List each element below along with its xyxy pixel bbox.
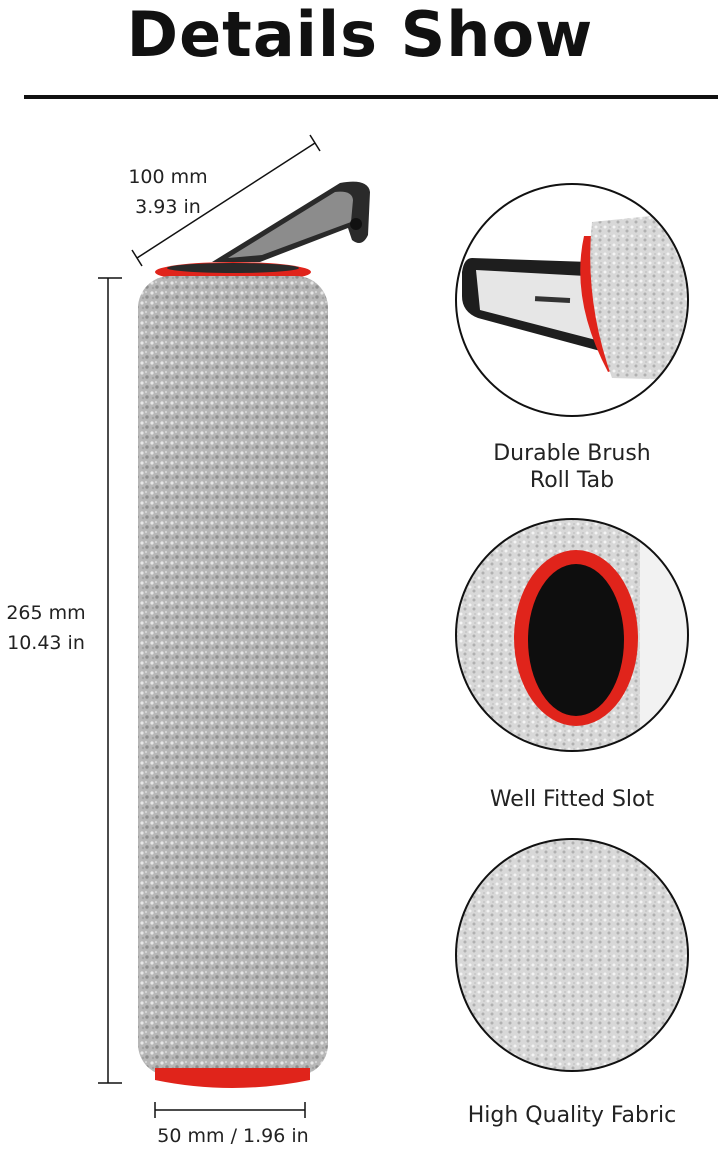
feature-caption-tab-line2: Roll Tab (529, 468, 615, 493)
feature-caption-tab: Durable Brush Roll Tab (442, 440, 702, 494)
length-mm: 265 mm (6, 602, 86, 624)
width-in: 3.93 in (135, 196, 201, 218)
width-label: 100 mm 3.93 in (120, 162, 216, 222)
detail-circle-fabric (455, 838, 689, 1072)
roller-body (138, 276, 328, 1076)
length-label: 265 mm 10.43 in (0, 598, 92, 658)
feature-caption-slot: Well Fitted Slot (489, 787, 655, 812)
diameter-label: 50 mm / 1.96 in (157, 1125, 309, 1147)
brush-roll-tab (212, 181, 370, 262)
width-mm: 100 mm (128, 166, 208, 188)
feature-caption-fabric: High Quality Fabric (467, 1103, 677, 1128)
diameter-dimension-line (154, 1102, 306, 1118)
width-dimension-line (131, 134, 321, 267)
page-title: Details Show (126, 0, 594, 71)
length-dimension-line (98, 277, 122, 1084)
length-in: 10.43 in (7, 632, 85, 654)
title-divider (24, 95, 718, 99)
feature-caption-tab-line1: Durable Brush (493, 441, 651, 466)
detail-circle-tab (455, 183, 689, 417)
detail-circle-slot (455, 518, 689, 752)
roller-bottom-cap (155, 1068, 310, 1088)
